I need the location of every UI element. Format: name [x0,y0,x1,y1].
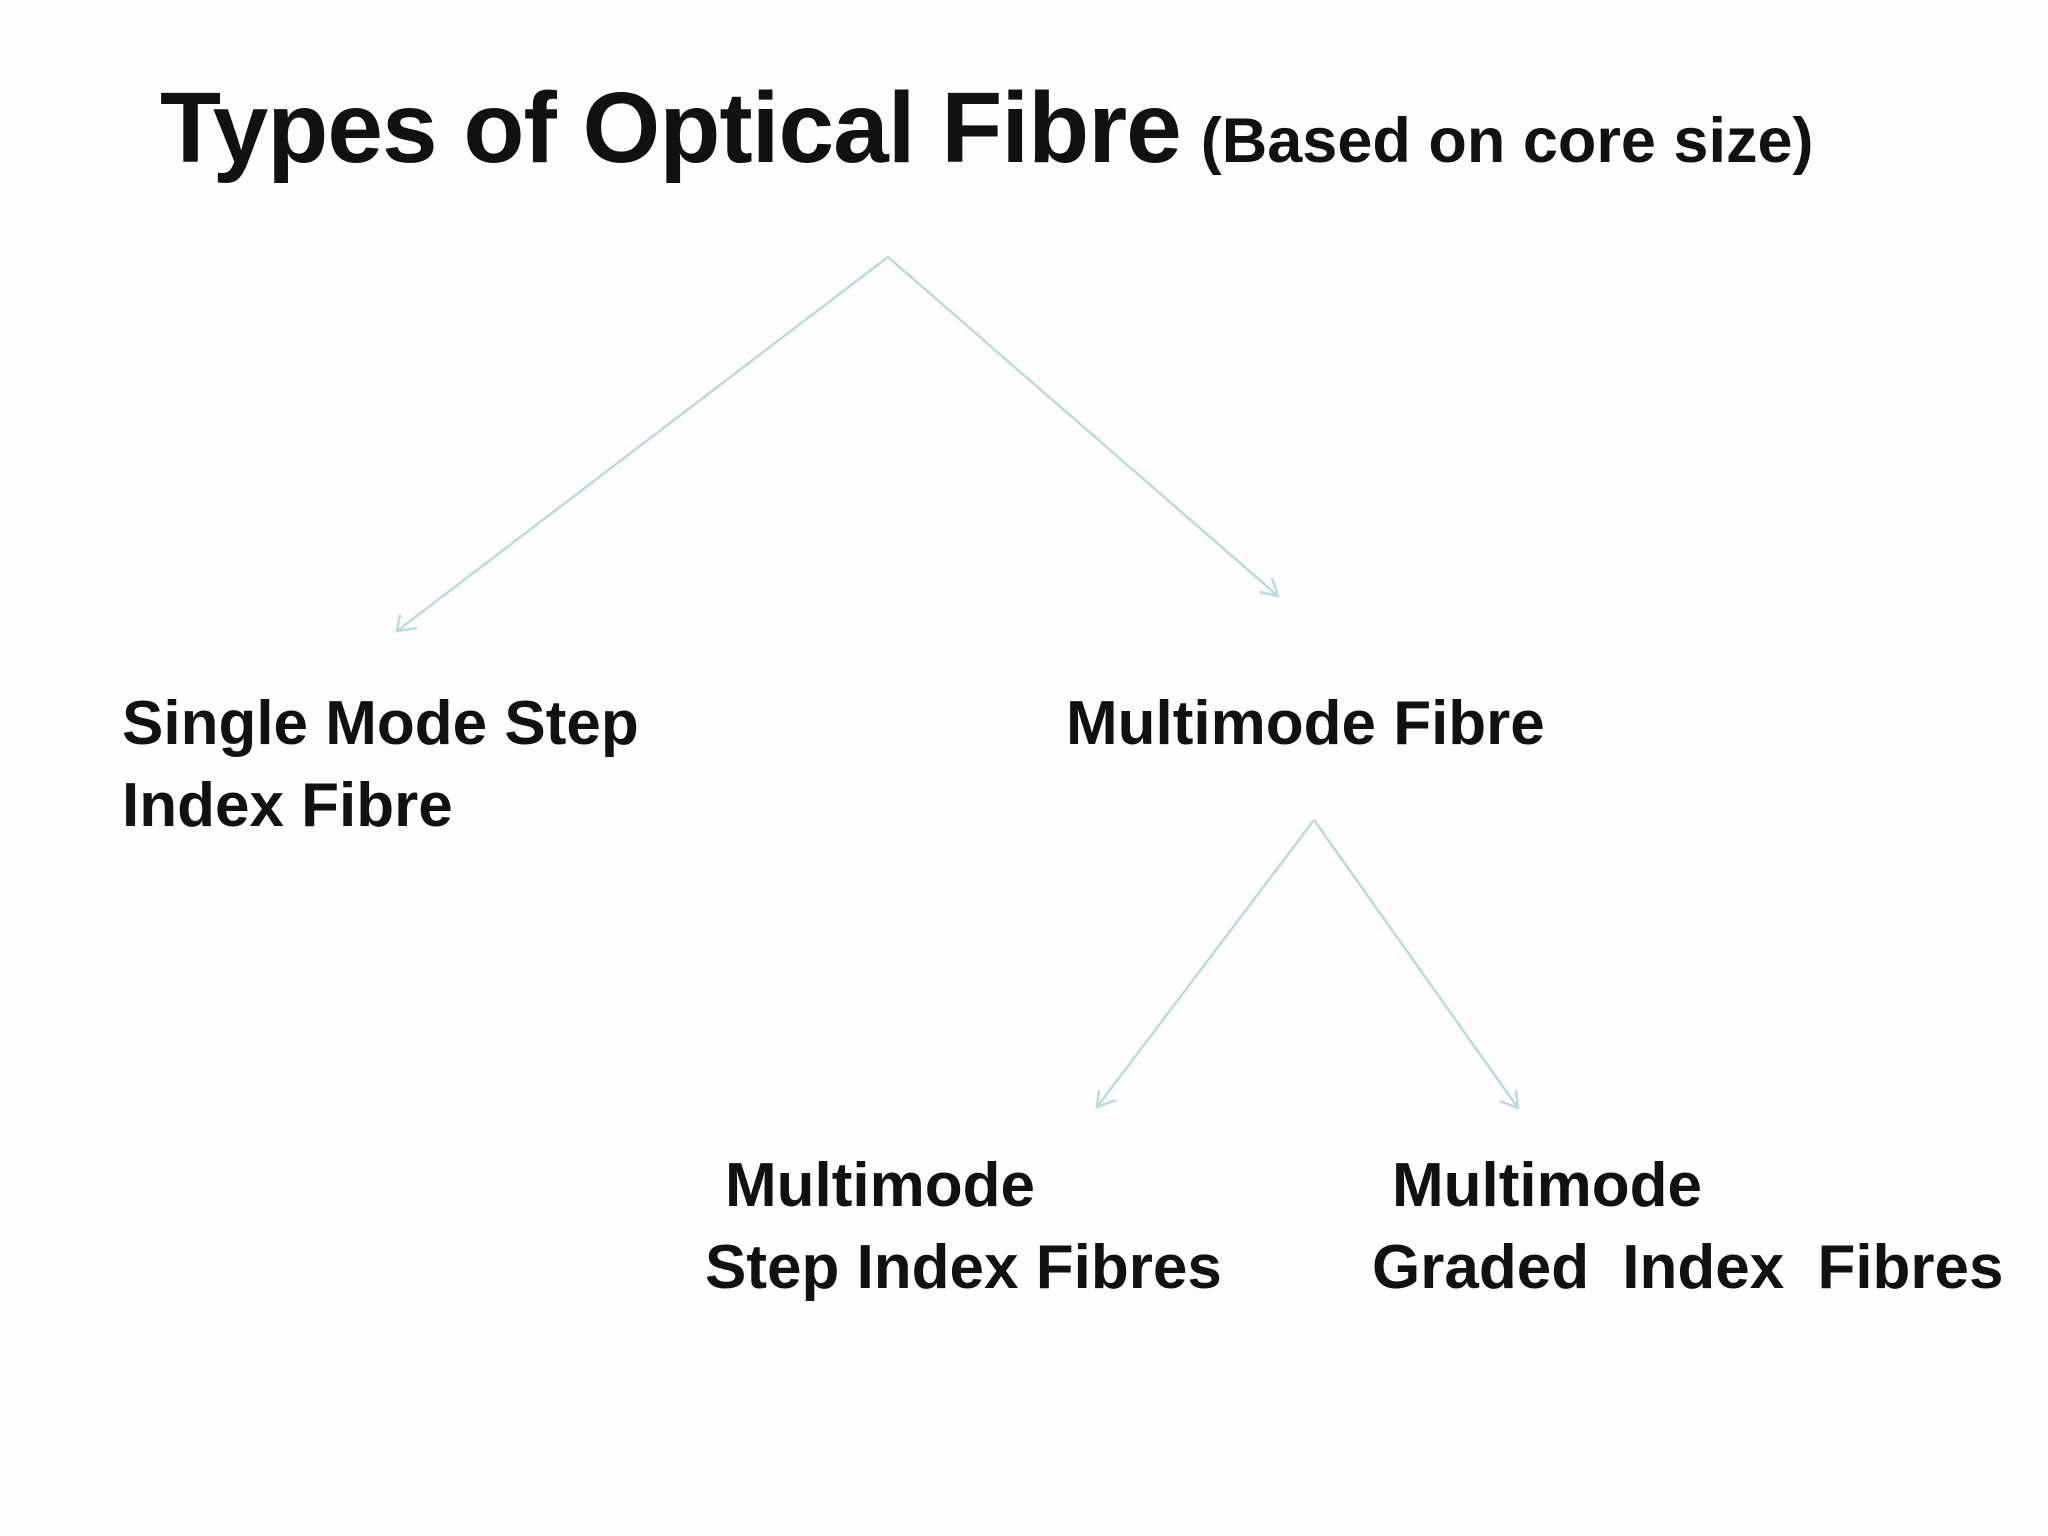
arrowhead-multimode [1259,577,1280,598]
arrow-root-to-multimode [887,256,1279,597]
node-multimode-step-index-fibres: Multimode Step Index Fibres [705,1145,1222,1309]
node-multimode-graded-index-fibres: Multimode Graded Index Fibres [1372,1145,2004,1309]
node-multimode-fibre: Multimode Fibre [1066,683,1545,765]
title-subtitle: (Based on core size) [1200,106,1814,176]
node-label-line: Multimode Fibre [1066,689,1545,758]
arrow-multimode-to-graded-index [1312,819,1520,1109]
node-label-line: Index Fibre [122,771,453,840]
arrow-multimode-to-step-index [1096,819,1315,1108]
title-main: Types of Optical Fibre [160,72,1182,184]
arrowhead-step-index [1095,1089,1117,1109]
arrow-root-to-single-mode [396,256,889,632]
arrowhead-single-mode [395,613,418,633]
arrowhead-graded-index [1499,1089,1520,1110]
node-label-line: Step Index Fibres [705,1233,1222,1302]
node-label-line: Single Mode Step [122,689,639,758]
node-label-line: Multimode [725,1151,1035,1220]
node-label-line: Multimode [1392,1151,1702,1220]
node-single-mode-step-index-fibre: Single Mode Step Index Fibre [122,683,639,847]
page-title: Types of Optical Fibre(Based on core siz… [160,78,1813,178]
node-label-line: Graded Index Fibres [1372,1233,2004,1302]
